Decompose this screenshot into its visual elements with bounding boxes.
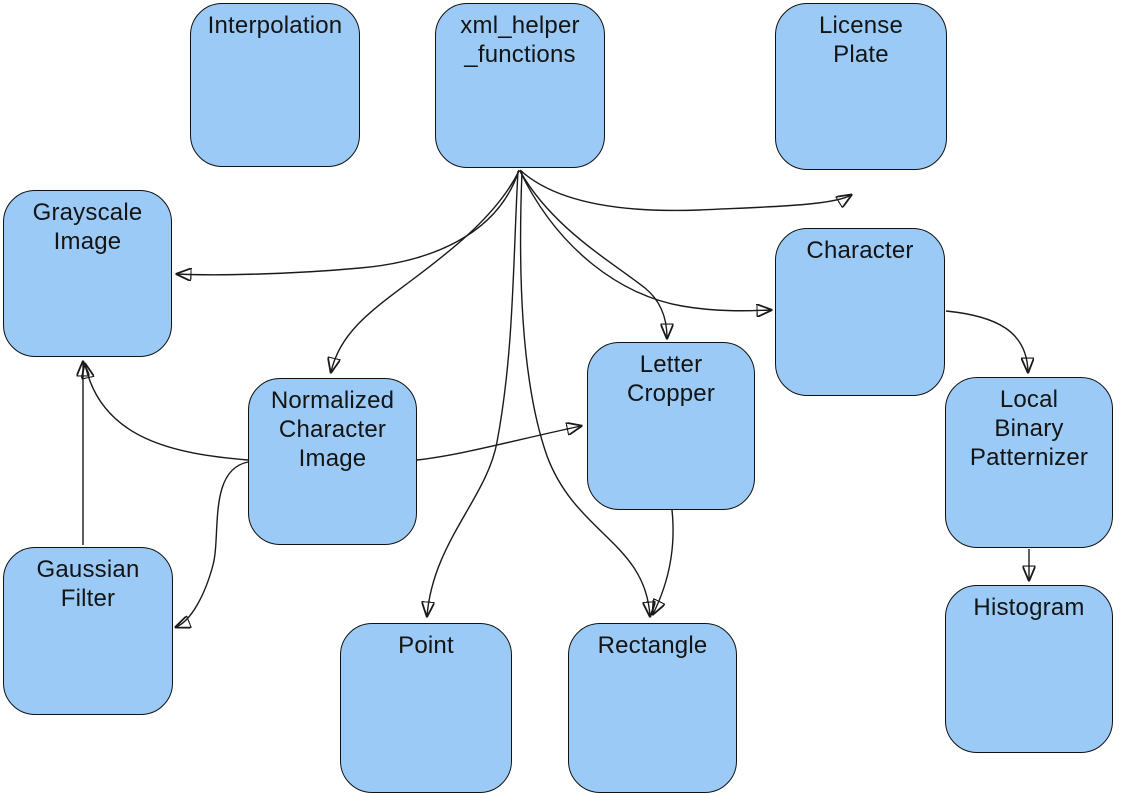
node-interpolation[interactable]: Interpolation <box>190 3 360 167</box>
edge-xml-helper-functions-to-rectangle <box>519 170 650 616</box>
node-point[interactable]: Point <box>340 623 512 793</box>
edge-normalized-character-image-to-letter-cropper <box>416 426 581 461</box>
node-gaussian-filter[interactable]: Gaussian Filter <box>3 547 173 715</box>
node-xml-helper-functions[interactable]: xml_helper _functions <box>435 3 605 168</box>
node-normalized-character-image[interactable]: Normalized Character Image <box>248 378 417 545</box>
node-letter-cropper[interactable]: Letter Cropper <box>587 342 755 510</box>
edge-xml-helper-functions-to-point <box>427 170 519 616</box>
edge-normalized-character-image-to-gaussian-filter <box>176 461 249 627</box>
node-rectangle-label: Rectangle <box>597 632 708 659</box>
edge-character-to-local-binary-patternizer <box>945 310 1028 372</box>
node-histogram[interactable]: Histogram <box>945 585 1113 753</box>
node-gaussian-filter-label: Gaussian Filter <box>36 556 140 612</box>
node-local-binary-patternizer[interactable]: Local Binary Patternizer <box>945 377 1113 548</box>
node-license-plate-label: License Plate <box>818 12 904 68</box>
edge-xml-helper-functions-to-grayscale-image <box>177 169 520 275</box>
node-character[interactable]: Character <box>775 228 945 396</box>
edge-normalized-character-image-to-grayscale-image <box>85 364 249 461</box>
node-letter-cropper-label: Letter Cropper <box>626 351 716 407</box>
node-interpolation-label: Interpolation <box>207 12 343 39</box>
edge-xml-helper-functions-to-normalized-character-image <box>331 170 520 372</box>
node-character-label: Character <box>806 237 914 264</box>
node-grayscale-image-label: Grayscale Image <box>32 199 143 255</box>
node-xml-helper-functions-label: xml_helper _functions <box>460 12 580 68</box>
edge-xml-helper-functions-to-license-plate <box>519 169 851 212</box>
node-local-binary-patternizer-label: Local Binary Patternizer <box>969 386 1089 471</box>
node-histogram-label: Histogram <box>973 594 1085 621</box>
edge-xml-helper-functions-to-letter-cropper <box>519 170 667 338</box>
edge-letter-cropper-to-rectangle <box>653 509 674 614</box>
node-license-plate[interactable]: License Plate <box>775 3 947 170</box>
node-point-label: Point <box>398 632 454 659</box>
edge-xml-helper-functions-to-character <box>519 170 771 311</box>
node-rectangle[interactable]: Rectangle <box>568 623 737 793</box>
node-normalized-character-image-label: Normalized Character Image <box>270 387 395 472</box>
node-grayscale-image[interactable]: Grayscale Image <box>3 190 172 357</box>
